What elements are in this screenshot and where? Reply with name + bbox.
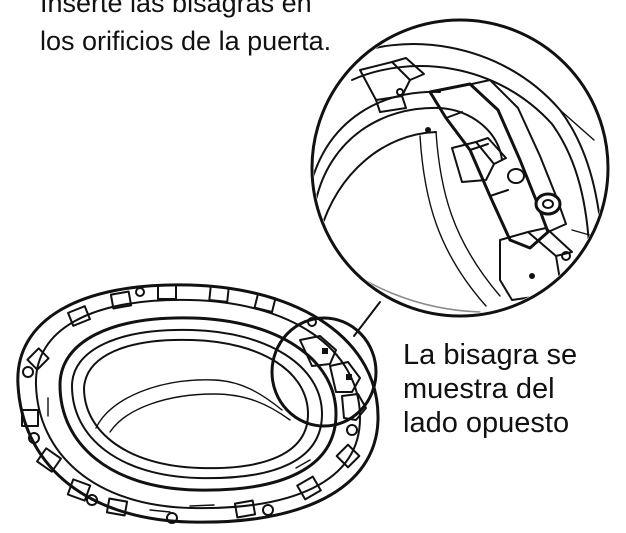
magnified-hinge-detail [310,18,610,318]
door-ring [16,283,380,524]
instruction-line-2: los orificios de la puerta. [40,26,332,56]
callout-line [353,301,381,337]
hinge-note-caption: La bisagra se muestra del lado opuesto [403,338,577,440]
hinge-note-line-3: lado opuesto [403,407,570,439]
hinge-note-line-1: La bisagra se [403,339,578,371]
instruction-line-1: Inserte las bisagras en [40,0,312,18]
hinge-note-line-2: muestra del [403,373,555,405]
detail-marker-circle [270,316,378,428]
ring-hinge-area [299,335,367,421]
instruction-caption: Inserte las bisagras en los orificios de… [40,0,331,60]
rim-clips [21,284,361,524]
rim-markings [47,397,311,513]
